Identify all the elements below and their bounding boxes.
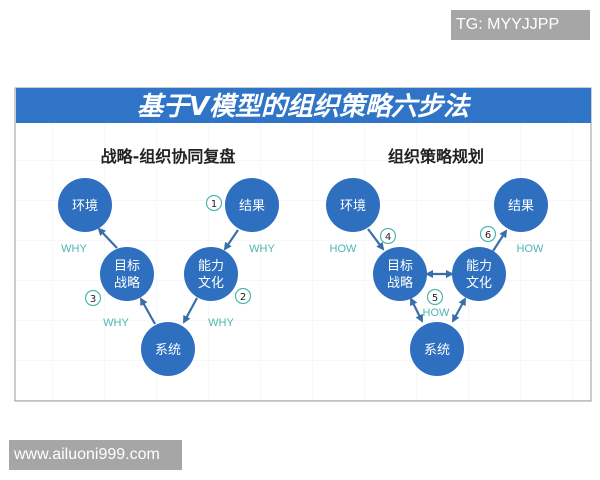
node-env-label: 环境 [72,199,98,214]
arrow-goal-to-env [97,227,118,249]
why-label: WHY [61,243,87,255]
step-4: 4 [385,232,391,243]
how-label: HOW [517,243,545,255]
node-cap-label-1: 能力 [466,259,492,274]
node-result [494,178,548,232]
banner-title: 基于V模型的组织策略六步法 [137,92,472,122]
right-diagram: 组织策略规划 环境 结果 目标 战略 能力 文化 系统 4 5 6 HOW [326,147,548,376]
step-3: 3 [90,294,96,305]
step-5: 5 [432,293,438,304]
step-6: 6 [485,230,491,241]
step-1-badge [205,194,223,212]
arrow-result-to-capability [223,229,239,251]
node-capability-culture [452,247,506,301]
bottom-watermark-url: www.ailuoni999.com [9,440,182,470]
node-env [58,178,112,232]
node-capability-culture [184,247,238,301]
node-cap-label-2: 文化 [466,276,492,291]
right-title: 组织策略规划 [388,147,484,166]
why-label: WHY [249,243,275,255]
node-result [225,178,279,232]
node-system [410,322,464,376]
slide-frame [14,87,592,402]
step-5-badge [426,288,444,306]
step-4-badge [379,227,397,245]
step-3-badge [84,289,102,307]
node-result-label: 结果 [508,199,534,214]
step-2: 2 [240,292,246,303]
step-1: 1 [211,199,217,210]
node-goal-strategy [100,247,154,301]
arrow-capability-system [452,297,466,323]
arrow-system-to-goal [140,297,156,325]
node-goal-strategy [373,247,427,301]
arrow-capability-to-result [492,229,508,252]
node-result-label: 结果 [239,199,265,214]
left-title: 战略-组织协同复盘 [101,147,236,166]
left-arrows [97,227,239,325]
node-system [141,322,195,376]
node-system-label: 系统 [424,343,450,358]
how-label: HOW [330,243,358,255]
why-label: WHY [208,317,234,329]
top-watermark-tag: TG: MYYJJPP [451,10,590,40]
node-cap-label-1: 能力 [198,259,224,274]
node-goal-label-1: 目标 [387,259,413,274]
how-label: HOW [423,307,451,319]
node-env-label: 环境 [340,199,366,214]
arrow-capability-to-system [183,297,198,324]
step-2-badge [234,287,252,305]
node-system-label: 系统 [155,343,181,358]
step-6-badge [479,225,497,243]
left-diagram: 战略-组织协同复盘 环境 结果 目标 战略 能力 文化 系统 1 2 3 WHY… [58,147,279,376]
arrow-env-to-goal [367,228,385,251]
why-label: WHY [103,317,129,329]
right-arrows [367,228,508,323]
title-banner [16,88,591,123]
node-goal-label-2: 战略 [387,275,413,291]
node-goal-label-1: 目标 [114,259,140,274]
node-env [326,178,380,232]
node-cap-label-2: 文化 [198,276,224,291]
arrow-goal-system [410,297,423,323]
node-goal-label-2: 战略 [114,275,140,291]
